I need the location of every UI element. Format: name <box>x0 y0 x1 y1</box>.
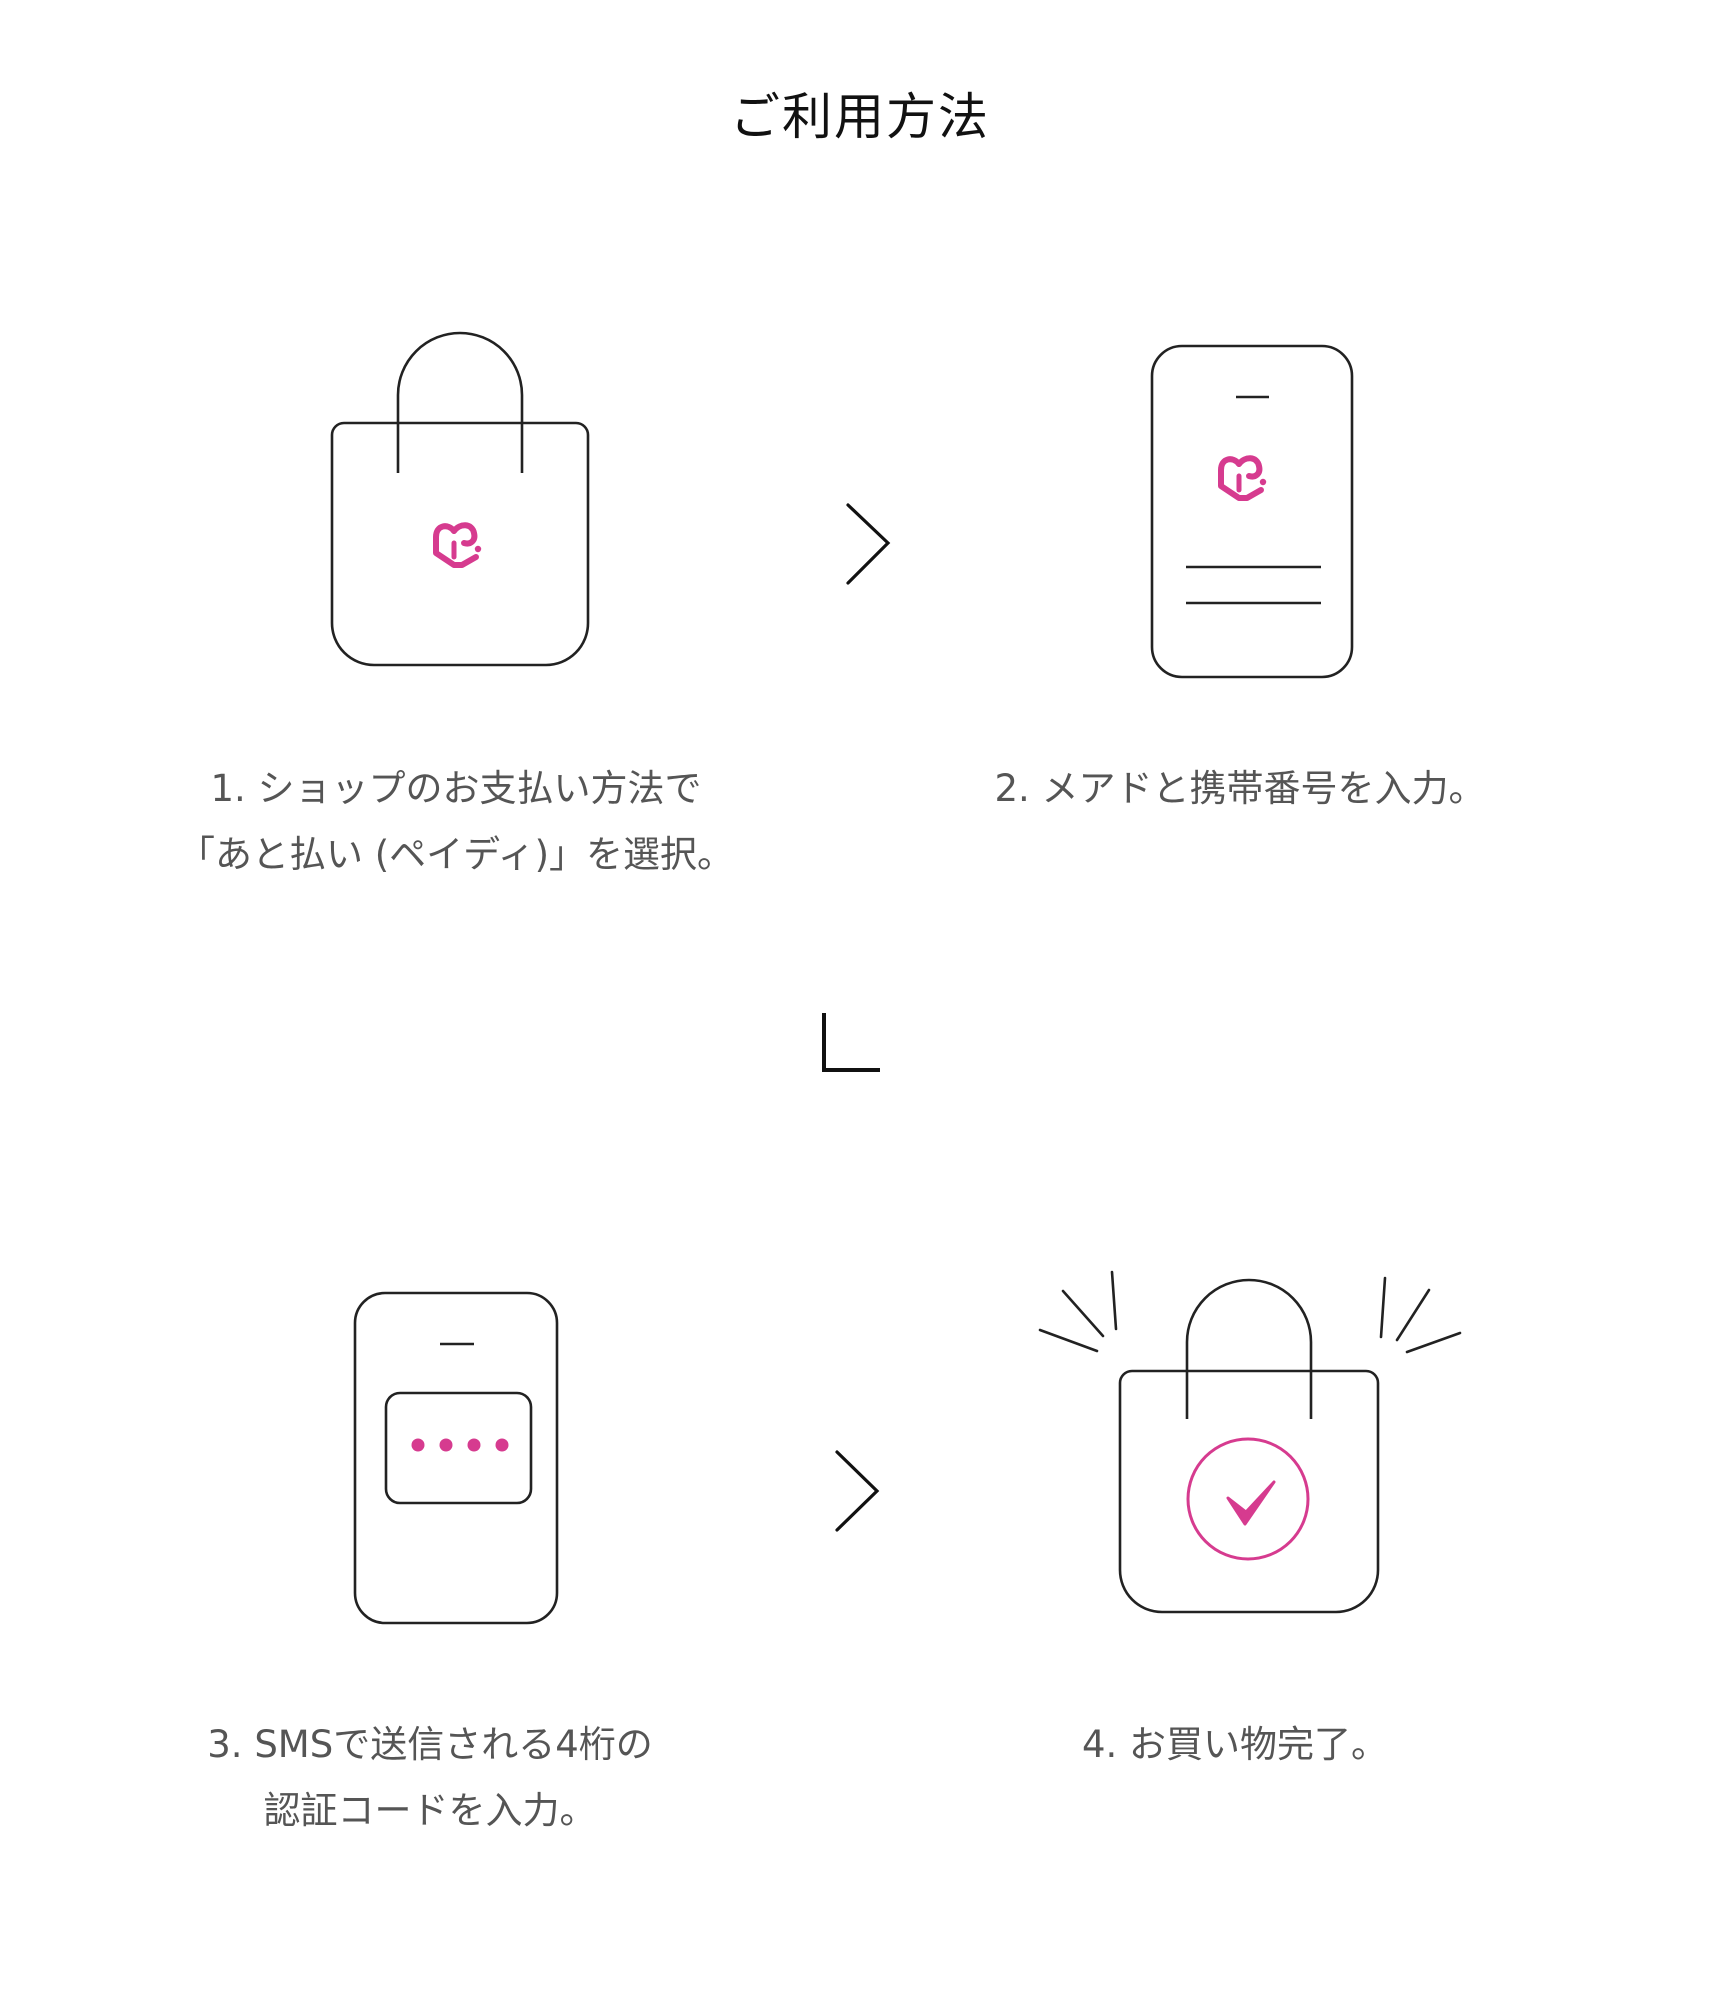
step-1-caption: 1. ショップのお支払い方法で 「あと払い (ペイディ)」を選択。 <box>76 756 836 888</box>
code-dots-icon <box>411 1438 509 1452</box>
step-3-line-1: 3. SMSで送信される4桁の <box>207 1723 653 1766</box>
sparkle-lines-icon <box>1038 1270 1462 1354</box>
corner-down-left-icon <box>822 1013 880 1072</box>
step-3-line-2: 認証コードを入力。 <box>263 1789 597 1832</box>
step-1-shopping-bag-icon <box>330 331 590 667</box>
step-2-line-1: 2. メアドと携帯番号を入力。 <box>994 767 1486 810</box>
step-2-smartphone-icon <box>1150 344 1354 679</box>
check-circle-icon <box>1186 1437 1310 1561</box>
step-4-shopping-bag-complete-icon <box>1118 1278 1380 1614</box>
paidy-logo-icon <box>1221 458 1266 498</box>
step-1-line-1: 1. ショップのお支払い方法で <box>210 767 702 810</box>
step-1-line-2: 「あと払い (ペイディ)」を選択。 <box>177 833 735 876</box>
step-2-caption: 2. メアドと携帯番号を入力。 <box>860 756 1620 822</box>
page-title: ご利用方法 <box>730 88 990 146</box>
chevron-right-icon <box>846 503 891 585</box>
chevron-right-icon <box>835 1450 880 1532</box>
step-4-line-1: 4. お買い物完了。 <box>1081 1723 1389 1766</box>
step-3-smartphone-sms-icon <box>353 1291 559 1625</box>
paidy-logo-icon <box>436 525 481 565</box>
step-4-caption: 4. お買い物完了。 <box>855 1712 1615 1778</box>
step-3-caption: 3. SMSで送信される4桁の 認証コードを入力。 <box>50 1712 810 1844</box>
